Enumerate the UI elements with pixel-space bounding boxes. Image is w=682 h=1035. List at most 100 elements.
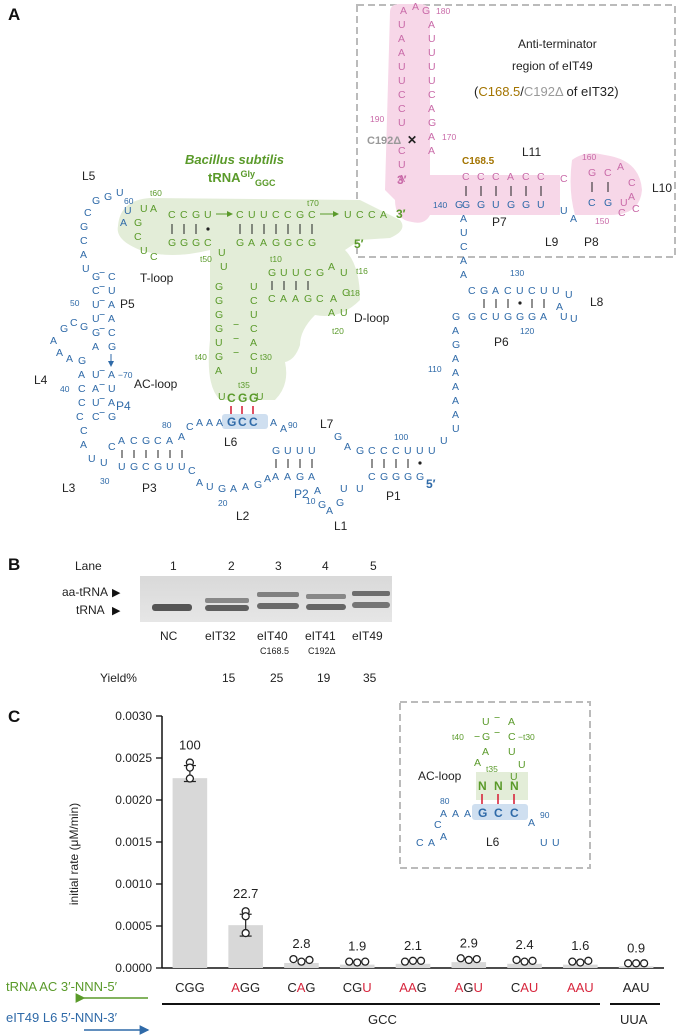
- svg-text:A: A: [398, 33, 405, 45]
- trna-label: tRNAGlyGGC: [208, 169, 276, 188]
- svg-text:G: G: [462, 199, 470, 211]
- bar-chart: 0.00000.00050.00100.00150.00200.00250.00…: [115, 709, 664, 995]
- data-point: [464, 955, 473, 965]
- svg-text:A: A: [617, 161, 624, 173]
- antiterminator-3prime: 3′: [397, 173, 407, 187]
- svg-text:C: C: [180, 209, 188, 221]
- svg-text:U: U: [428, 47, 436, 59]
- c192-cross: ✕: [407, 133, 417, 147]
- svg-text:C: C: [380, 445, 388, 457]
- svg-text:U: U: [428, 75, 436, 87]
- svg-text:G: G: [284, 237, 292, 249]
- trna-ac-loop: AC-loop: [134, 377, 178, 391]
- svg-text:C: C: [494, 806, 503, 820]
- svg-text:−: −: [99, 407, 105, 419]
- bar: [395, 963, 431, 968]
- svg-text:A: A: [482, 746, 489, 758]
- bar-value-label: 2.8: [292, 936, 310, 951]
- svg-text:G: G: [308, 237, 316, 249]
- band-lane3-trna: [257, 603, 299, 609]
- gel-image: [140, 576, 392, 622]
- svg-text:U: U: [404, 445, 412, 457]
- svg-text:G: G: [218, 483, 226, 495]
- lane-1-num: 1: [170, 559, 177, 573]
- svg-text:A: A: [80, 439, 87, 451]
- lane-2-name: eIT32: [205, 629, 236, 643]
- svg-text:C: C: [416, 837, 424, 849]
- region-l1: L1: [334, 519, 348, 533]
- data-point: [361, 957, 370, 966]
- svg-text:U: U: [508, 746, 516, 758]
- data-point: [305, 955, 314, 965]
- svg-text:A: A: [326, 505, 333, 517]
- svg-text:100: 100: [394, 432, 408, 442]
- x-tick-label: CAG: [287, 980, 315, 995]
- band-aa-arrow-icon: ▶: [112, 586, 121, 599]
- svg-text:A: A: [166, 435, 173, 447]
- svg-text:A: A: [428, 19, 435, 31]
- svg-text:U: U: [108, 383, 116, 395]
- svg-text:U: U: [218, 247, 226, 259]
- trna-name: tRNA: [208, 170, 241, 185]
- svg-text:U: U: [518, 759, 526, 771]
- svg-text:A: A: [150, 203, 157, 215]
- svg-text:A: A: [460, 269, 467, 281]
- svg-text:U: U: [124, 205, 132, 217]
- region-p5: P5: [120, 297, 135, 311]
- svg-text:C: C: [92, 285, 100, 297]
- svg-text:U: U: [88, 453, 96, 465]
- svg-text:U: U: [540, 837, 548, 849]
- svg-text:t70: t70: [307, 198, 319, 208]
- svg-text:A: A: [108, 313, 115, 325]
- svg-text:U: U: [92, 369, 100, 381]
- svg-text:A: A: [428, 103, 435, 115]
- svg-text:A: A: [50, 335, 57, 347]
- svg-text:U: U: [398, 75, 406, 87]
- svg-text:40: 40: [60, 384, 70, 394]
- svg-text:C: C: [250, 295, 258, 307]
- row-l6-label: eIT49 L6 5′-NNN-3′: [6, 1010, 118, 1025]
- antiterminator-highlight: [385, 4, 560, 223]
- svg-text:A: A: [452, 381, 459, 393]
- svg-text:C: C: [504, 285, 512, 297]
- svg-text:A: A: [628, 191, 635, 203]
- svg-text:180: 180: [436, 6, 450, 16]
- svg-text:U: U: [220, 261, 228, 273]
- svg-text:20: 20: [218, 498, 228, 508]
- svg-text:C: C: [80, 235, 88, 247]
- svg-text:U: U: [620, 197, 628, 209]
- svg-text:−: −: [233, 319, 239, 331]
- svg-text:U: U: [344, 209, 352, 221]
- svg-text:A: A: [66, 353, 73, 365]
- svg-text:C: C: [268, 293, 276, 305]
- svg-text:60: 60: [124, 196, 134, 206]
- svg-text:5′: 5′: [426, 477, 436, 491]
- region-p3: P3: [142, 481, 157, 495]
- svg-text:U: U: [280, 267, 288, 279]
- svg-text:C: C: [130, 435, 138, 447]
- svg-text:t50: t50: [200, 254, 212, 264]
- svg-text:A: A: [196, 477, 203, 489]
- svg-text:A: A: [508, 716, 515, 728]
- svg-text:U: U: [540, 285, 548, 297]
- svg-text:C: C: [80, 425, 88, 437]
- svg-text:A: A: [460, 213, 467, 225]
- data-point: [528, 956, 537, 965]
- svg-text:U: U: [340, 483, 348, 495]
- svg-text:U: U: [492, 199, 500, 211]
- svg-text:A: A: [492, 285, 499, 297]
- svg-text:G: G: [92, 271, 100, 283]
- svg-text:G: G: [215, 295, 223, 307]
- svg-text:U: U: [398, 159, 406, 171]
- data-point: [520, 957, 529, 966]
- svg-text:C: C: [356, 209, 364, 221]
- svg-text:N: N: [478, 779, 487, 793]
- svg-text:A: A: [92, 383, 99, 395]
- svg-text:G: G: [528, 311, 536, 323]
- lane-3-sub: C168.5: [260, 646, 289, 656]
- svg-text:G: G: [192, 237, 200, 249]
- inset-note-c192: C192Δ: [524, 84, 564, 99]
- svg-text:C: C: [392, 445, 400, 457]
- yield-lane4: 19: [317, 671, 331, 685]
